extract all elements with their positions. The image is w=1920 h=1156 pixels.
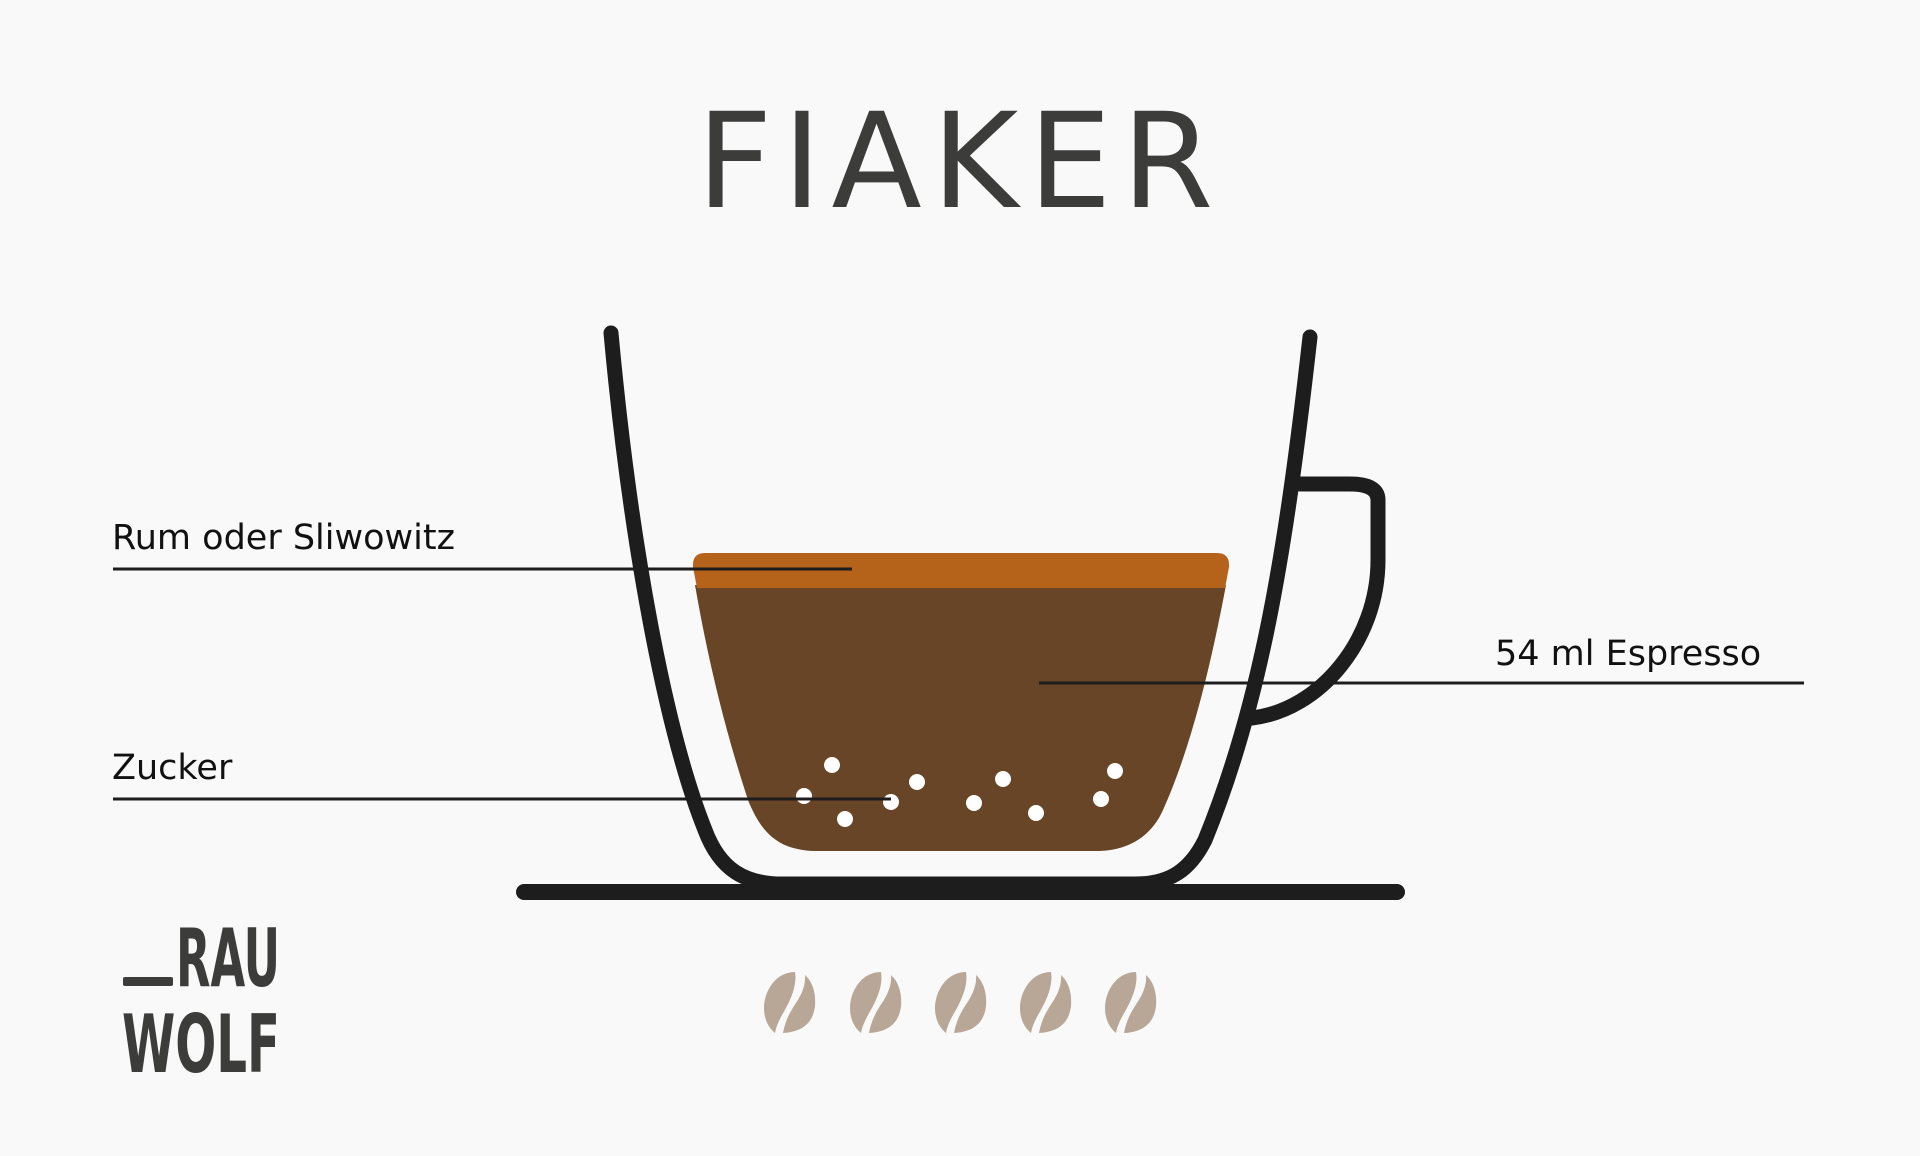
coffee-bean-icon	[1020, 972, 1072, 1033]
rauwolf-logo: RAU WOLF	[122, 912, 280, 1082]
sugar-label: Zucker	[112, 748, 233, 788]
cup-handle	[1244, 476, 1386, 726]
logo-underscore	[123, 977, 173, 986]
coffee-bean-icon	[850, 972, 902, 1033]
coffee-bean-icon	[764, 972, 816, 1033]
page-title: FIAKER	[696, 85, 1224, 239]
rum-label: Rum oder Sliwowitz	[112, 518, 455, 558]
espresso-layer	[695, 585, 1226, 851]
coffee-bean-icon	[935, 972, 987, 1033]
logo-line1: RAU	[176, 912, 280, 1005]
logo-line2: WOLF	[122, 998, 280, 1082]
espresso-label: 54 ml Espresso	[1495, 634, 1762, 674]
rum-layer	[692, 553, 1230, 588]
coffee-bean-icon	[1105, 972, 1157, 1033]
strength-rating	[764, 972, 1157, 1033]
